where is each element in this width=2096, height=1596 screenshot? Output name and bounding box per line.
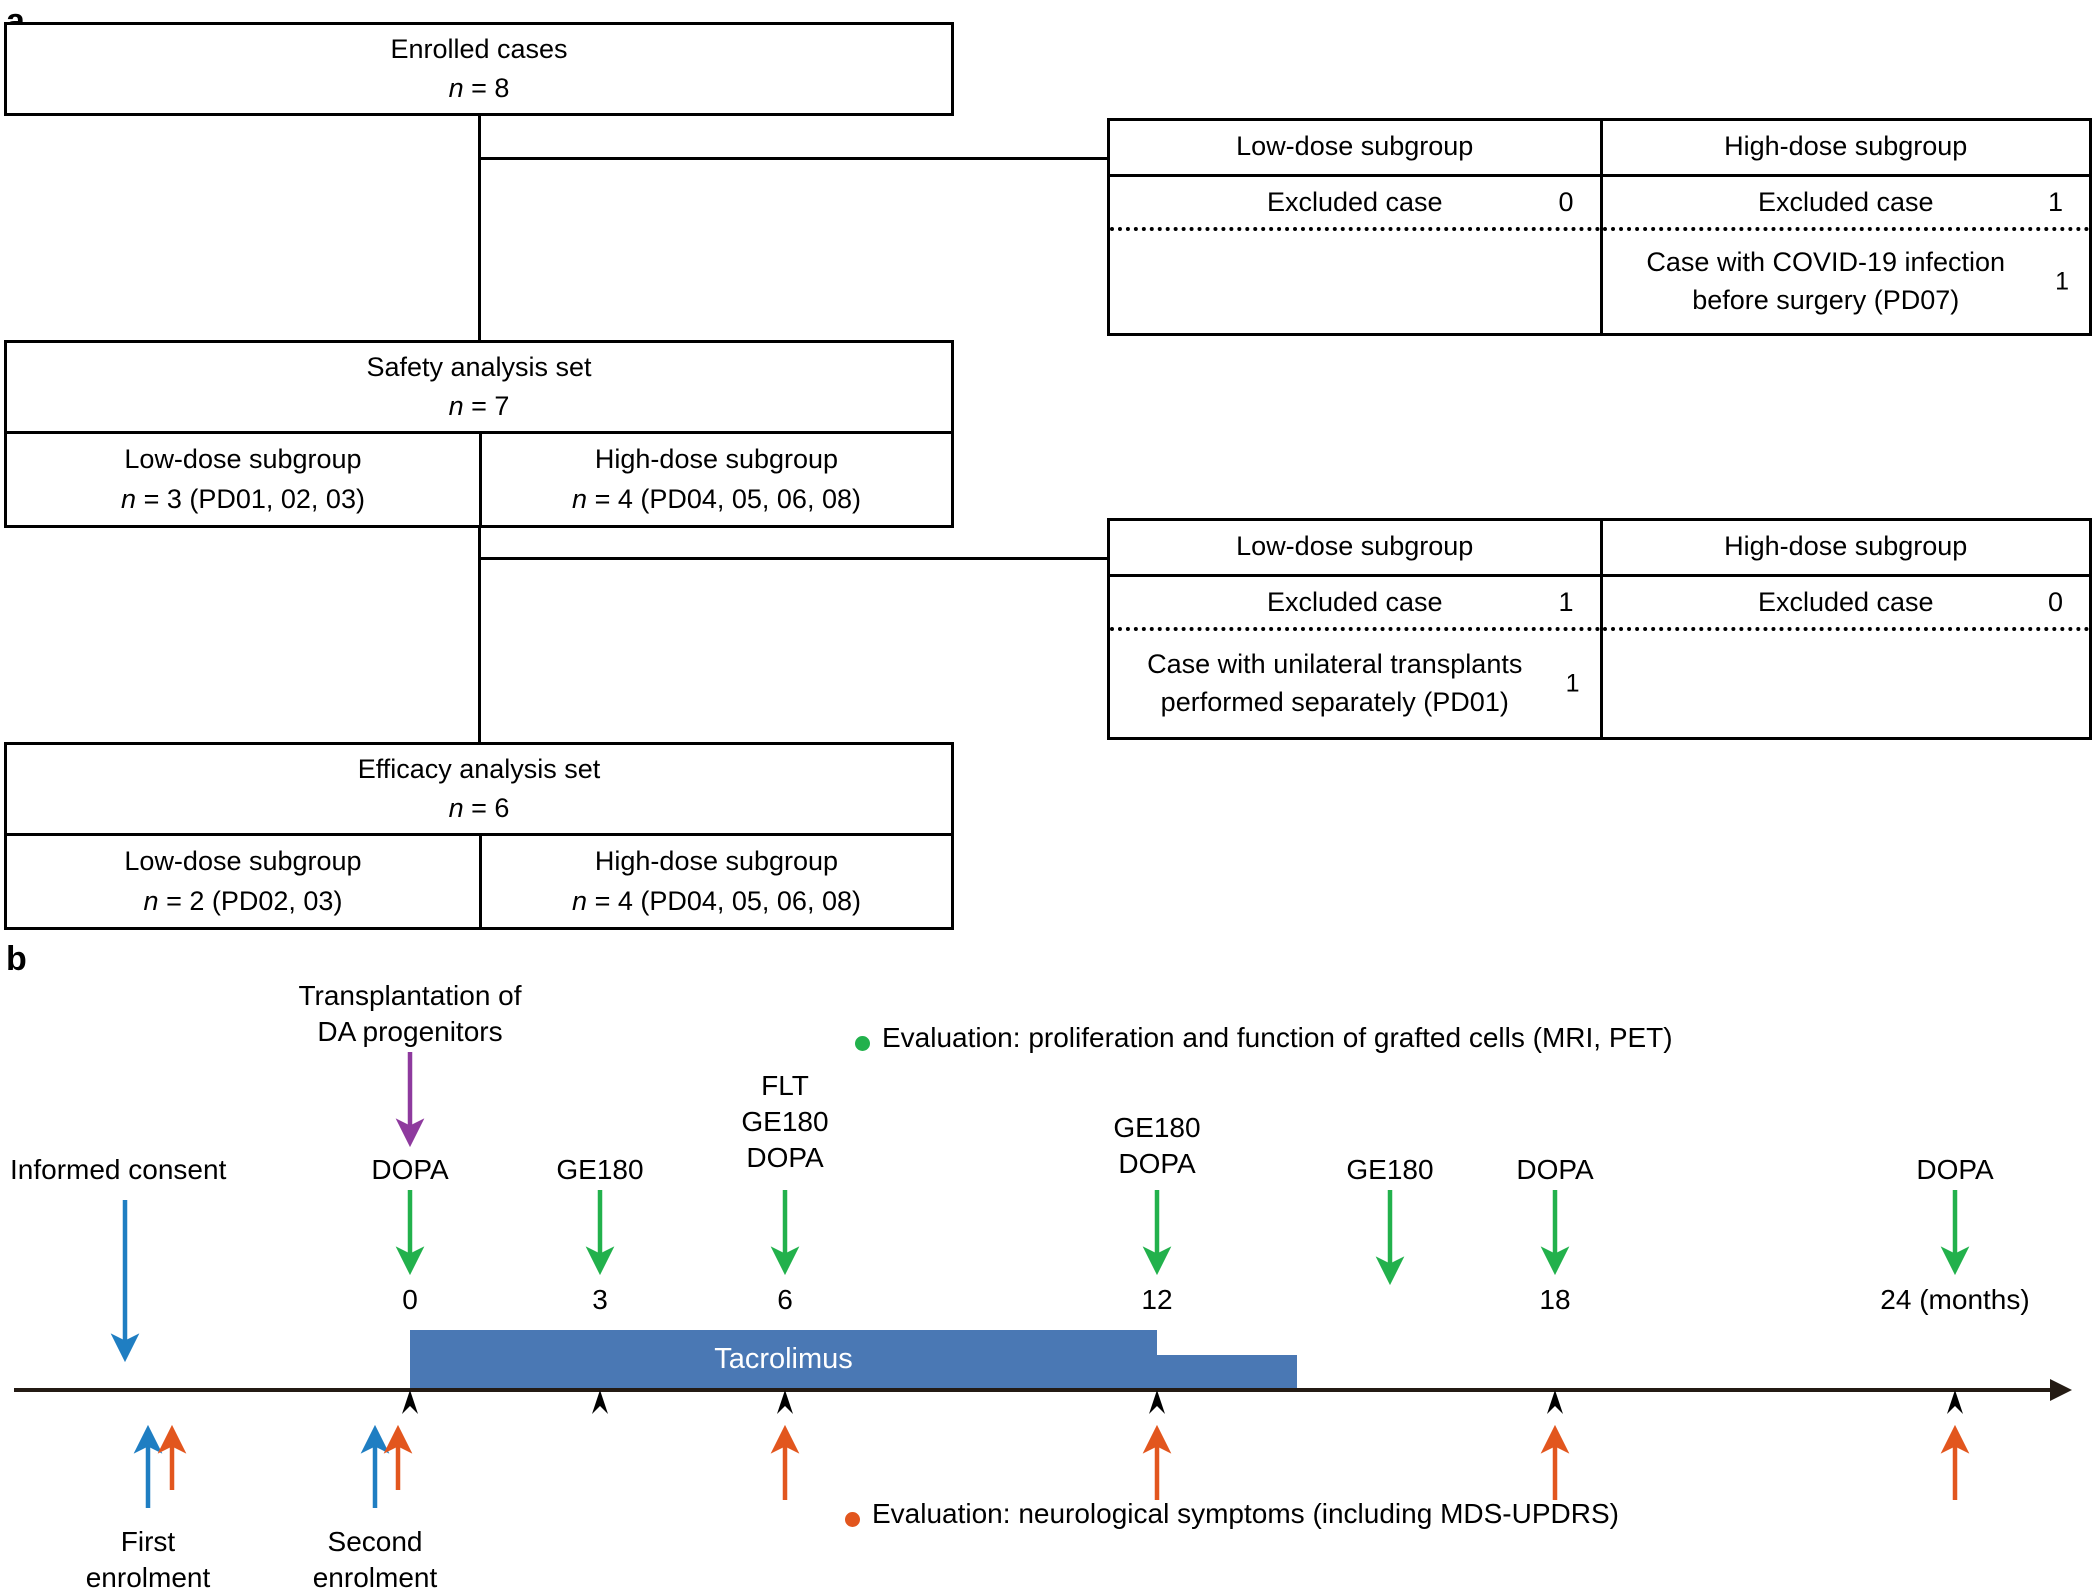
safety-low-dose-cell: Low-dose subgroup n = 3 (PD01, 02, 03) (7, 434, 479, 525)
safety-high-dose-n: n = 4 (PD04, 05, 06, 08) (572, 483, 861, 514)
orange-legend-dot-icon (845, 1512, 860, 1527)
safety-subgroups: Low-dose subgroup n = 3 (PD01, 02, 03) H… (4, 434, 954, 528)
transplantation-label-line2: DA progenitors (317, 1015, 503, 1047)
safety-analysis-box: Safety analysis set n = 7 (4, 340, 954, 434)
tracer-label-month3: GE180 (556, 1154, 644, 1185)
connector-enrolled-to-exclusion1 (478, 157, 1110, 160)
axis-tick-12 (1149, 1390, 1165, 1414)
exclusion1-low-excluded-label: Excluded case (1266, 186, 1443, 217)
efficacy-high-dose-cell: High-dose subgroup n = 4 (PD04, 05, 06, … (479, 836, 951, 927)
connector-enrolled-down (478, 116, 481, 351)
efficacy-analysis-box: Efficacy analysis set n = 6 (4, 742, 954, 836)
safety-low-dose-label: Low-dose subgroup (124, 444, 362, 475)
efficacy-high-dose-label: High-dose subgroup (594, 846, 839, 877)
tacrolimus-bar-tall (410, 1330, 1157, 1390)
panel-b-letter: b (6, 940, 27, 978)
second-enrolment-line2: enrolment (312, 1561, 438, 1593)
exclusion1-low-col: Excluded case 0 (1110, 177, 1600, 333)
exclusion1-high-reason-row: Case with COVID-19 infection before surg… (1603, 231, 2090, 333)
exclusion1-high-reason-text: Case with COVID-19 infection before surg… (1646, 247, 2006, 315)
month-label-12: 12 (1141, 1284, 1173, 1315)
transplantation-label: Transplantation of DA progenitors (285, 978, 535, 1050)
safety-high-dose-cell: High-dose subgroup n = 4 (PD04, 05, 06, … (479, 434, 951, 525)
exclusion2-low-reason-count: 1 (1565, 669, 1580, 698)
safety-low-dose-n: n = 3 (PD01, 02, 03) (121, 483, 365, 514)
axis-tick-3 (592, 1390, 608, 1414)
tracer-label-month15: GE180 (1346, 1154, 1434, 1185)
enrolled-cases-n: n = 8 (448, 73, 510, 103)
timeline-axis (14, 1388, 2054, 1392)
efficacy-low-dose-n: n = 2 (PD02, 03) (143, 885, 343, 916)
tracer-label-month0: DOPA (371, 1154, 449, 1185)
axis-tick-18 (1547, 1390, 1563, 1414)
first-enrolment-line1: First (120, 1526, 176, 1557)
exclusion1-high-excluded-label: Excluded case (1757, 186, 1934, 217)
efficacy-analysis-n: n = 6 (448, 793, 510, 823)
exclusion1-head-high: High-dose subgroup (1599, 121, 2090, 174)
exclusion1-high-excluded-count: 1 (2047, 186, 2063, 217)
informed-consent-label: Informed consent (10, 1154, 227, 1185)
connector-safety-to-exclusion2 (478, 557, 1110, 560)
tacrolimus-bar-short (1157, 1355, 1297, 1390)
safety-analysis-title: Safety analysis set (366, 351, 592, 382)
timeline-axis-arrowhead-icon (2050, 1379, 2072, 1401)
first-enrolment-label: First enrolment (48, 1524, 248, 1596)
green-legend-dot-icon (855, 1036, 870, 1051)
month-label-24: 24 (months) (1880, 1284, 2030, 1315)
exclusion1-low-reason (1110, 231, 1600, 333)
efficacy-high-dose-n: n = 4 (PD04, 05, 06, 08) (572, 885, 861, 916)
exclusion2-high-excluded-label: Excluded case (1757, 586, 1934, 617)
axis-tick-6 (777, 1390, 793, 1414)
tracer-label-month18: DOPA (1516, 1154, 1594, 1185)
month-label-3: 3 (592, 1284, 608, 1315)
exclusion2-low-excluded-count: 1 (1558, 586, 1574, 617)
legend-bottom-text: Evaluation: neurological symptoms (inclu… (872, 1498, 1619, 1529)
exclusion2-low-reason-row: Case with unilateral transplants perform… (1110, 631, 1600, 737)
efficacy-subgroups: Low-dose subgroup n = 2 (PD02, 03) High-… (4, 836, 954, 930)
safety-high-dose-label: High-dose subgroup (594, 444, 839, 475)
exclusion2-low-reason-text: Case with unilateral transplants perform… (1147, 649, 1523, 717)
transplantation-label-line1: Transplantation of (298, 980, 522, 1011)
axis-tick-24 (1947, 1390, 1963, 1414)
legend-top-text: Evaluation: proliferation and function o… (882, 1022, 1673, 1053)
second-enrolment-line1: Second (327, 1526, 423, 1557)
enrolled-cases-title: Enrolled cases (390, 33, 568, 64)
exclusion1-head-low: Low-dose subgroup (1236, 131, 1474, 161)
first-enrolment-line2: enrolment (85, 1561, 211, 1593)
enrolled-cases-box: Enrolled cases n = 8 (4, 22, 954, 116)
exclusion1-low-excluded-count: 0 (1558, 186, 1574, 217)
efficacy-low-dose-cell: Low-dose subgroup n = 2 (PD02, 03) (7, 836, 479, 927)
exclusion2-high-col: Excluded case 0 (1599, 577, 2090, 737)
tracer-label-month24: DOPA (1916, 1154, 1994, 1185)
tacrolimus-label: Tacrolimus (714, 1343, 853, 1375)
month-label-6: 6 (777, 1284, 793, 1315)
exclusion1-high-reason-count: 1 (2055, 267, 2069, 296)
month-label-18: 18 (1539, 1284, 1571, 1315)
axis-tick-0 (402, 1390, 418, 1414)
second-enrolment-label: Second enrolment (275, 1524, 475, 1596)
exclusion-table-2: Low-dose subgroup High-dose subgroup Exc… (1107, 518, 2092, 740)
safety-analysis-n: n = 7 (448, 391, 510, 421)
month-label-0: 0 (402, 1284, 418, 1315)
exclusion1-high-col: Excluded case 1 Case with COVID-19 infec… (1599, 177, 2090, 333)
exclusion2-high-excluded-count: 0 (2047, 586, 2063, 617)
efficacy-analysis-title: Efficacy analysis set (357, 753, 601, 784)
exclusion2-low-col: Excluded case 1 Case with unilateral tra… (1110, 577, 1600, 737)
exclusion2-head-low: Low-dose subgroup (1236, 531, 1474, 561)
efficacy-low-dose-label: Low-dose subgroup (124, 846, 362, 877)
exclusion2-low-excluded-label: Excluded case (1266, 586, 1443, 617)
exclusion2-head-high: High-dose subgroup (1599, 521, 2090, 574)
connector-safety-down (478, 528, 481, 750)
exclusion2-high-reason (1603, 631, 2090, 737)
exclusion-table-1: Low-dose subgroup High-dose subgroup Exc… (1107, 118, 2092, 336)
